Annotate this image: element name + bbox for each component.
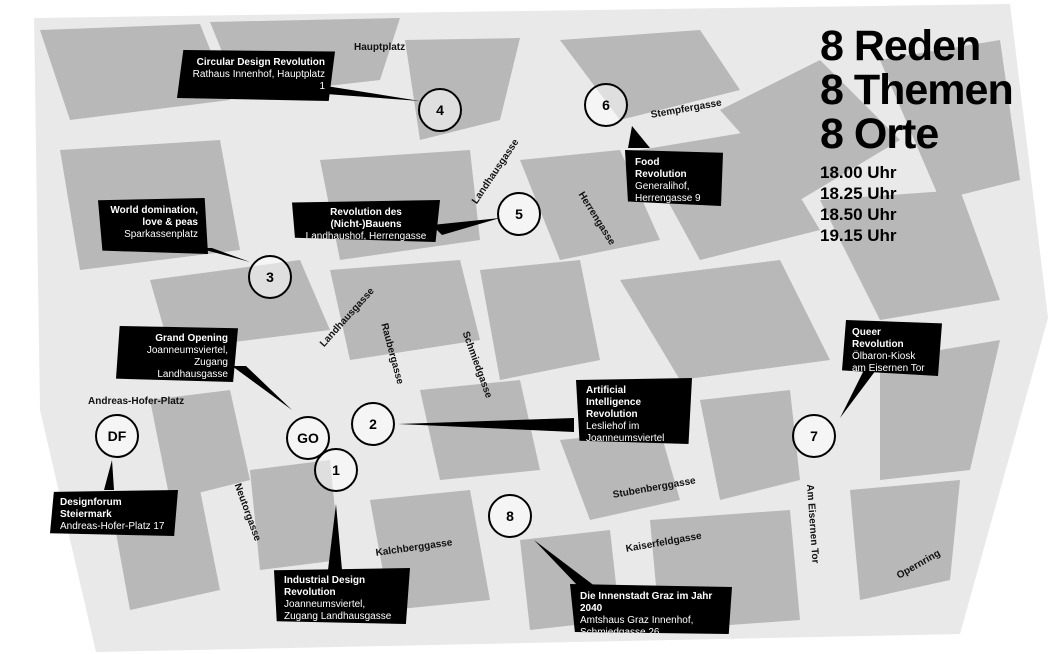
street-label: Andreas-Hofer-Platz [88,396,185,407]
callout-title: Artificial Intelligence [586,385,642,408]
callout-industrial-design: Industrial Design Revolution Joanneumsvi… [274,568,410,624]
event-headline: 8 Reden 8 Themen 8 Orte 18.00 Uhr 18.25 … [820,22,1014,246]
callout-line: Rathaus Innenhof, Hauptplatz 1 [192,69,325,92]
location-marker[interactable]: 4 [418,88,462,132]
location-marker[interactable]: 3 [248,255,292,299]
callout-queer-revolution: Queer Revolution Ölbaron-Kiosk am Eisern… [842,320,942,376]
callout-grand-opening: Grand Opening Joanneumsviertel, Zugang L… [116,326,238,382]
callout-line: Amtshaus Graz Innenhof, [580,615,694,626]
location-marker[interactable]: 5 [497,192,541,236]
time-entry: 18.25 Uhr [820,184,897,203]
callout-food-revolution: Food Revolution Generalihof, Herrengasse… [625,150,723,206]
callout-title: Industrial Design Revolution [284,575,366,598]
street-label: Hauptplatz [354,42,406,53]
time-entry: 18.50 Uhr [820,205,897,224]
callout-line: Revolution [586,409,638,420]
callout-title: Food Revolution [635,157,687,180]
callout-title: Designforum Steiermark [60,497,122,520]
callout-line: Herrengasse 9 [635,193,701,204]
headline-line: 8 Orte [820,110,939,158]
callout-line: Ölbaron-Kiosk [852,351,916,362]
location-marker[interactable]: DF [95,414,139,458]
callout-title: World domination, [110,205,198,216]
location-marker[interactable]: 8 [488,494,532,538]
callout-innenstadt-2040: Die Innenstadt Graz im Jahr 2040 Amtshau… [570,584,732,634]
callout-line: Joanneumsviertel [586,433,665,444]
callout-artificial-intelligence: Artificial Intelligence Revolution Lesli… [576,378,692,444]
callout-title: Grand Opening [155,333,228,344]
callout-circular-design: Circular Design Revolution Rathaus Innen… [177,50,335,101]
callout-line: Zugang Landhausgasse [157,357,228,380]
headline-line: 8 Themen [820,66,1014,114]
callout-line: love & peas [142,217,198,228]
callout-line: Lesliehof im [586,421,640,432]
callout-title: Queer Revolution [852,327,904,350]
headline-line: 8 Reden [820,22,981,70]
callout-designforum: Designforum Steiermark Andreas-Hofer-Pla… [50,490,178,536]
callout-title: Circular Design Revolution [196,57,325,68]
callout-line: Andreas-Hofer-Platz 17 [60,521,165,532]
callout-title: Die Innenstadt Graz im Jahr 2040 [580,591,713,614]
callout-world-domination: World domination, love & peas Sparkassen… [98,198,208,254]
callout-line: Generalihof, [635,181,690,192]
time-entry: 18.00 Uhr [820,163,897,182]
time-entry: 19.15 Uhr [820,226,897,245]
callout-line: Landhaushof, Herrengasse 16 [305,231,427,242]
location-marker[interactable]: 6 [584,83,628,127]
location-marker[interactable]: 1 [314,448,358,492]
callout-line: am Eisernen Tor [852,363,925,374]
time-list: 18.00 Uhr 18.25 Uhr 18.50 Uhr 19.15 Uhr [820,162,1013,246]
callout-line: Schmiedgasse 26 [580,627,660,638]
callout-line: Joanneumsviertel, [284,599,366,610]
callout-line: Sparkassenplatz [124,229,198,240]
callout-line: Joanneumsviertel, [146,345,228,356]
location-marker[interactable]: 7 [792,414,836,458]
callout-line: Zugang Landhausgasse [284,611,392,622]
location-marker[interactable]: 2 [351,402,395,446]
callout-title: Revolution des (Nicht-)Bauens [330,207,402,230]
callout-nicht-bauens: Revolution des (Nicht-)Bauens Landhausho… [292,200,440,242]
